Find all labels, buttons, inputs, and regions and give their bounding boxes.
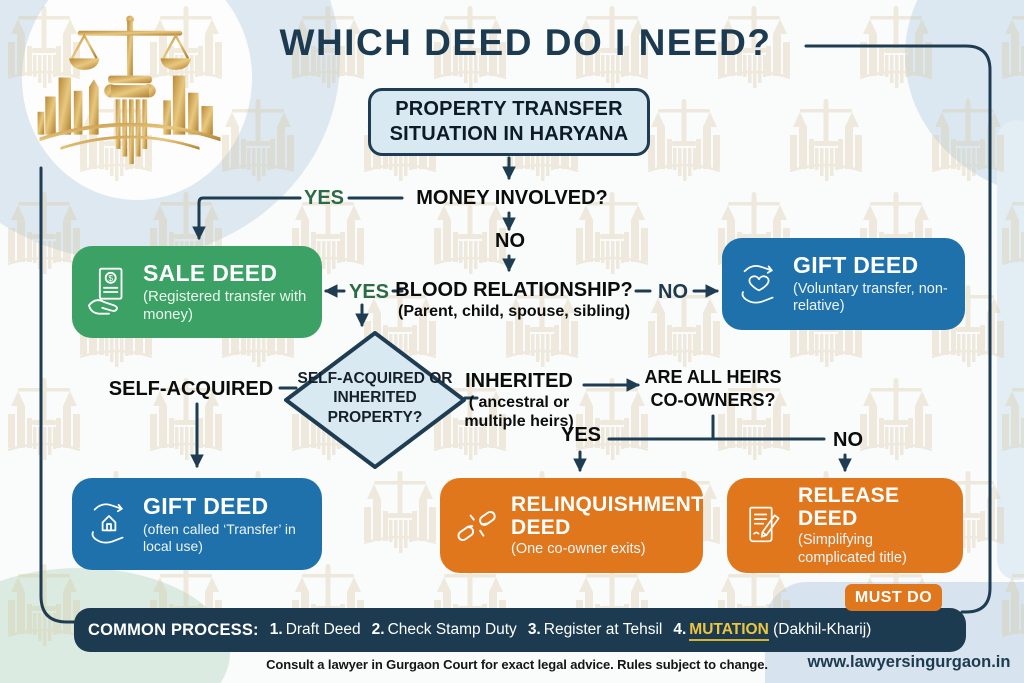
process-step-3: 3.Register at Tehsil [527,621,663,638]
label-inherited-sub: ( ancestral or multiple heirs) [464,394,574,431]
sale-deed-sub: (Registered transfer with money) [143,287,307,323]
gift-deed-local-title: GIFT DEED [143,492,269,519]
process-step-4: 4.MUTATION (Dakhil-Kharij) [673,621,871,641]
website-url[interactable]: www.lawyersingurgaon.in [807,653,1011,671]
hands-with-heart-icon [734,258,784,310]
release-deed-sub: (Simplifying complicated title) [798,532,907,566]
question-blood-relationship: BLOOD RELATIONSHIP? [395,279,633,301]
broken-chain-icon [452,500,502,552]
frame-line-right [804,44,992,614]
relinquishment-deed-title: RELINQUISHMENT DEED [511,492,705,539]
common-process-bar: COMMON PROCESS: 1.Draft Deed 2.Check Sta… [74,608,966,652]
gift-deed-nonrelative-box: GIFT DEED (Voluntary transfer, non-relat… [722,238,965,330]
question-money-involved: MONEY INVOLVED? [416,187,608,209]
label-heirs-no: NO [833,429,863,451]
arrow-yes-to-sale [192,196,302,241]
hands-with-house-icon [84,498,134,550]
lawyers-scales-city-logo [37,15,221,165]
label-blood-yes: YES [348,281,390,303]
relinquishment-deed-box: RELINQUISHMENT DEED (One co-owner exits) [440,478,705,573]
frame-line-left [39,166,78,624]
common-process-label: COMMON PROCESS: [88,620,259,639]
start-node-property-transfer: PROPERTY TRANSFER SITUATION IN HARYANA [368,88,650,156]
disclaimer-text: Consult a lawyer in Gurgaon Court for ex… [266,657,768,672]
label-blood-no: NO [658,281,688,303]
decision-diamond-label: SELF-ACQUIRED OR INHERITED PROPERTY? [297,370,453,426]
label-heirs-yes: YES [560,424,602,446]
label-money-no: NO [495,230,525,252]
deed-scroll-pen-icon [739,500,789,552]
process-step-2: 2.Check Stamp Duty [371,621,517,638]
must-do-badge: MUST DO [845,584,942,611]
sale-deed-title: SALE DEED [143,259,278,286]
gift-deed-nonrelative-title: GIFT DEED [793,252,919,279]
svg-text:$: $ [108,273,113,283]
gift-deed-nonrelative-sub: (Voluntary transfer, non-relative) [793,280,948,314]
decision-diamond-shape [284,331,466,469]
question-blood-sub: (Parent, child, spouse, sibling) [397,303,631,320]
release-deed-box: RELEASE DEED (Simplifying complicated ti… [727,478,963,573]
gift-deed-local-box: GIFT DEED (often called ‘Transfer’ in lo… [72,478,322,570]
start-node-line1: PROPERTY TRANSFER [395,98,623,120]
start-node-line2: SITUATION IN HARYANA [389,123,629,145]
sale-deed-box: $ SALE DEED (Registered transfer with mo… [72,246,322,338]
process-step-1: 1.Draft Deed [269,621,361,638]
mutation-highlight: MUTATION [689,621,769,641]
money-document-in-hand-icon: $ [84,265,134,319]
page-title: WHICH DEED DO I NEED? [279,22,772,63]
release-deed-title: RELEASE DEED [798,484,900,531]
question-heirs-coowners: ARE ALL HEIRS CO-OWNERS? [644,367,782,411]
relinquishment-deed-sub: (One co-owner exits) [511,541,646,558]
gift-deed-local-sub: (often called ‘Transfer’ in local use) [143,521,296,554]
label-inherited: INHERITED [465,370,573,392]
label-money-yes: YES [303,187,345,209]
label-self-acquired: SELF-ACQUIRED [108,378,274,400]
